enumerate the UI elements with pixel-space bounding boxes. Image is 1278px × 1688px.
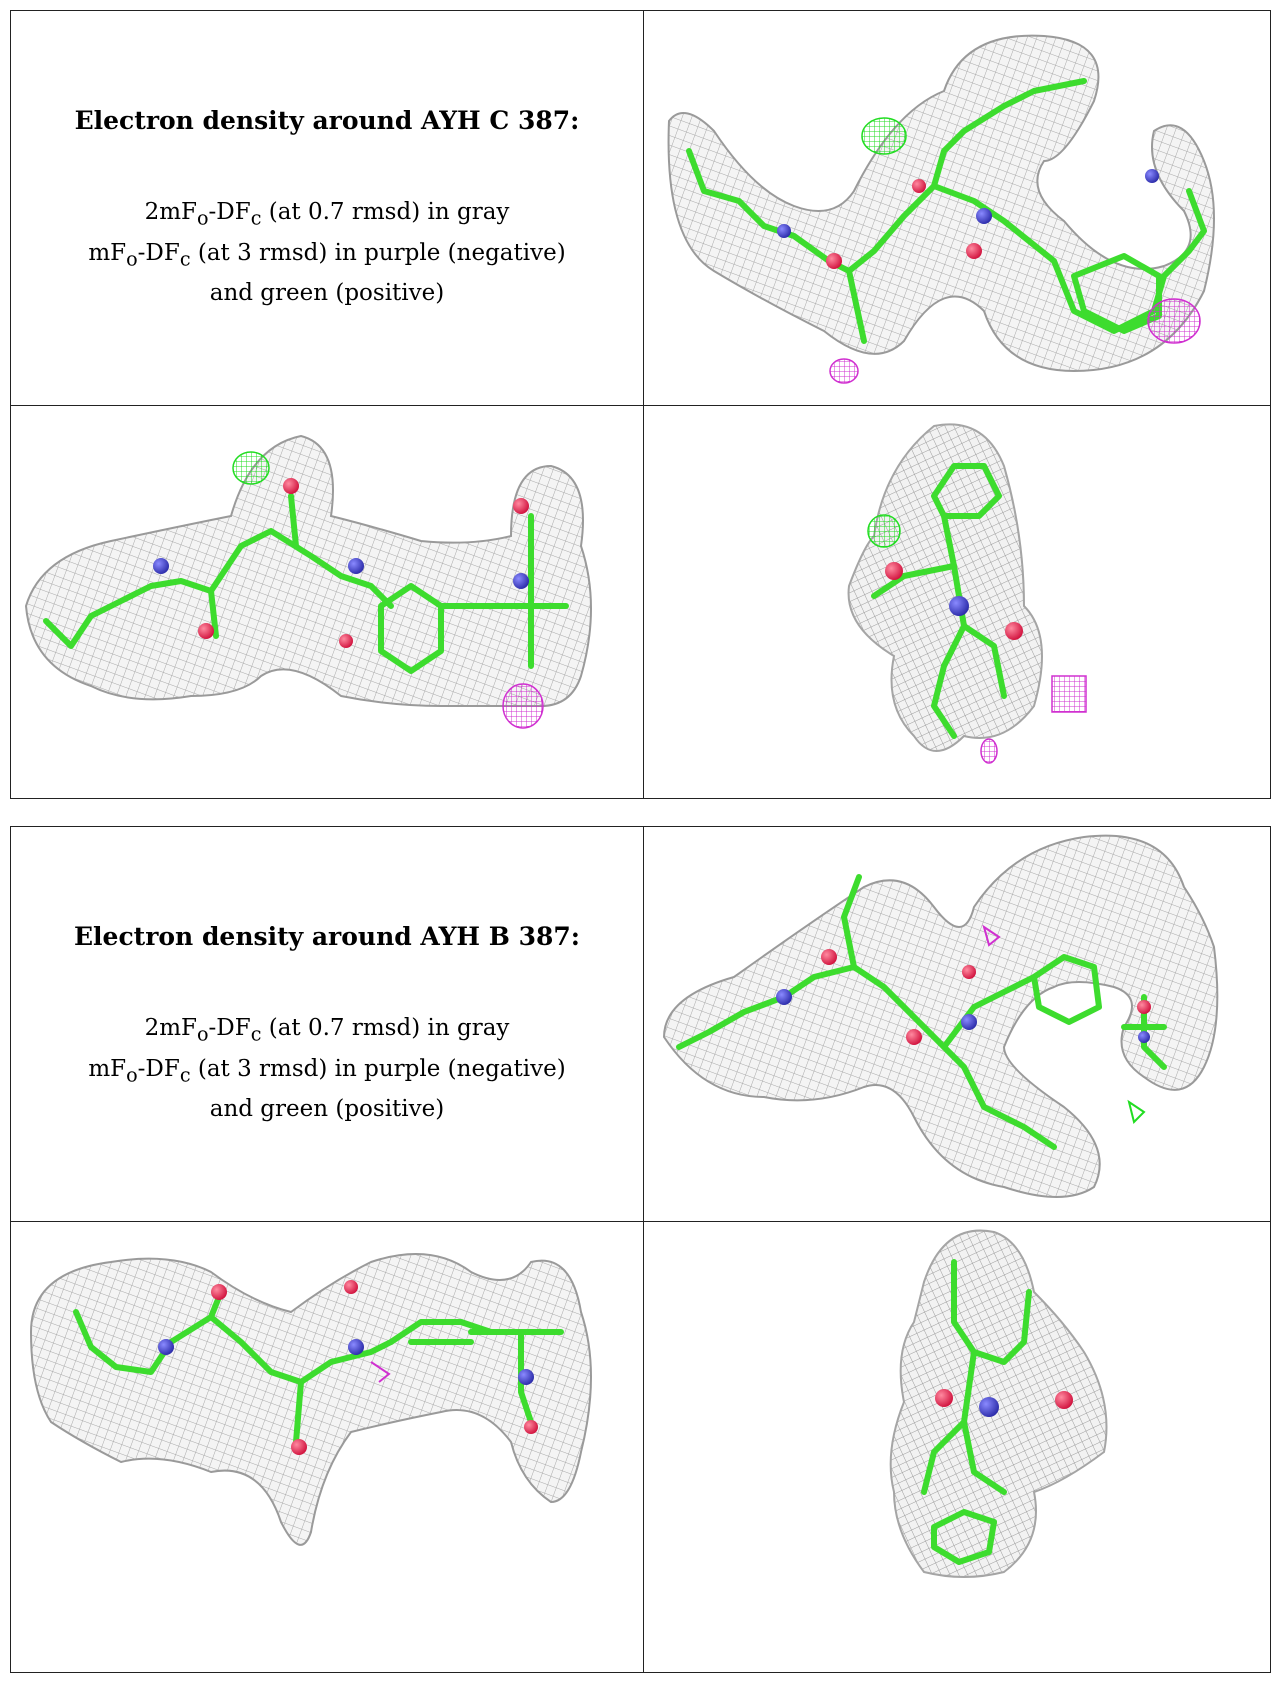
caption-line-colors: and green (positive) (209, 1096, 445, 1123)
caption-line-2fofc: 2mFo-DFc (at 0.7 rmsd) in gray (144, 198, 510, 230)
density-panel-b387: Electron density around AYH B 387: 2mFo-… (10, 826, 1271, 1673)
density-image-side-view (10, 1221, 644, 1673)
panel-title: Electron density around AYH B 387: (73, 921, 581, 951)
density-image-end-view (643, 1221, 1271, 1673)
density-panel-c387: Electron density around AYH C 387: 2mFo-… (10, 10, 1271, 799)
caption-cell: Electron density around AYH C 387: 2mFo-… (10, 10, 644, 406)
density-image-top-view (643, 10, 1271, 406)
density-image-side-view (10, 405, 644, 799)
panel-title: Electron density around AYH C 387: (74, 105, 580, 135)
caption-cell: Electron density around AYH B 387: 2mFo-… (10, 826, 644, 1222)
caption-line-colors: and green (positive) (209, 280, 445, 307)
density-image-top-view (643, 826, 1271, 1222)
caption-line-fofc: mFo-DFc (at 3 rmsd) in purple (negative) (88, 1055, 566, 1087)
caption-line-fofc: mFo-DFc (at 3 rmsd) in purple (negative) (88, 239, 566, 271)
caption-line-2fofc: 2mFo-DFc (at 0.7 rmsd) in gray (144, 1014, 510, 1046)
density-image-end-view (643, 405, 1271, 799)
